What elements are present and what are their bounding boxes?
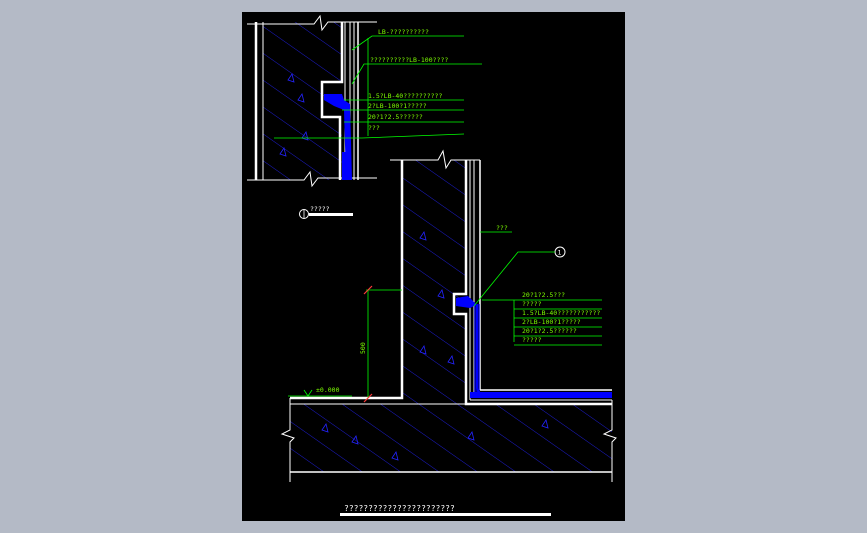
upper-callout-3: 1.5?LB-40?????????? bbox=[368, 92, 442, 100]
drawing-title: ??????????????????????? bbox=[344, 504, 455, 513]
callout-marker-number: 1 bbox=[558, 249, 562, 257]
detail-label: ????? bbox=[310, 205, 330, 213]
dimension-500: 500 bbox=[359, 342, 367, 354]
lower-callout-5: 20?1?2.5?????? bbox=[522, 327, 577, 335]
elevation-label: ±0.000 bbox=[316, 386, 340, 394]
wall-label: ??? bbox=[496, 224, 508, 232]
upper-detail: LB-?????????? ??????????LB-100???? 1.5?L… bbox=[247, 14, 482, 188]
upper-callout-5: 20?1?2.5?????? bbox=[368, 113, 423, 121]
lower-detail: ±0.000 500 ??? 1 20?1?2.5??? ????? 1.5?L… bbox=[280, 149, 617, 482]
lower-callout-6: ????? bbox=[522, 336, 542, 344]
upper-callout-4: 2?LB-100?1????? bbox=[368, 102, 427, 110]
lower-membrane bbox=[456, 296, 612, 394]
upper-callout-1: LB-?????????? bbox=[378, 28, 429, 36]
lower-callout-2: ????? bbox=[522, 300, 542, 308]
lower-wall-hatch bbox=[402, 160, 466, 404]
upper-callout-2: ??????????LB-100???? bbox=[370, 56, 448, 64]
detail-reference: ????? bbox=[299, 205, 353, 219]
lower-callout-3: 1.5?LB-40??????????? bbox=[522, 309, 600, 317]
upper-membrane bbox=[324, 94, 352, 180]
title-underline bbox=[340, 513, 551, 516]
lower-callout-1: 20?1?2.5??? bbox=[522, 291, 565, 299]
upper-callout-6: ??? bbox=[368, 124, 380, 132]
detail-drawing: LB-?????????? ??????????LB-100???? 1.5?L… bbox=[247, 14, 617, 516]
lower-callout-4: 2?LB-100?1????? bbox=[522, 318, 581, 326]
lower-slab-hatch bbox=[290, 404, 612, 472]
drawing-sheet: LB-?????????? ??????????LB-100???? 1.5?L… bbox=[242, 12, 625, 521]
